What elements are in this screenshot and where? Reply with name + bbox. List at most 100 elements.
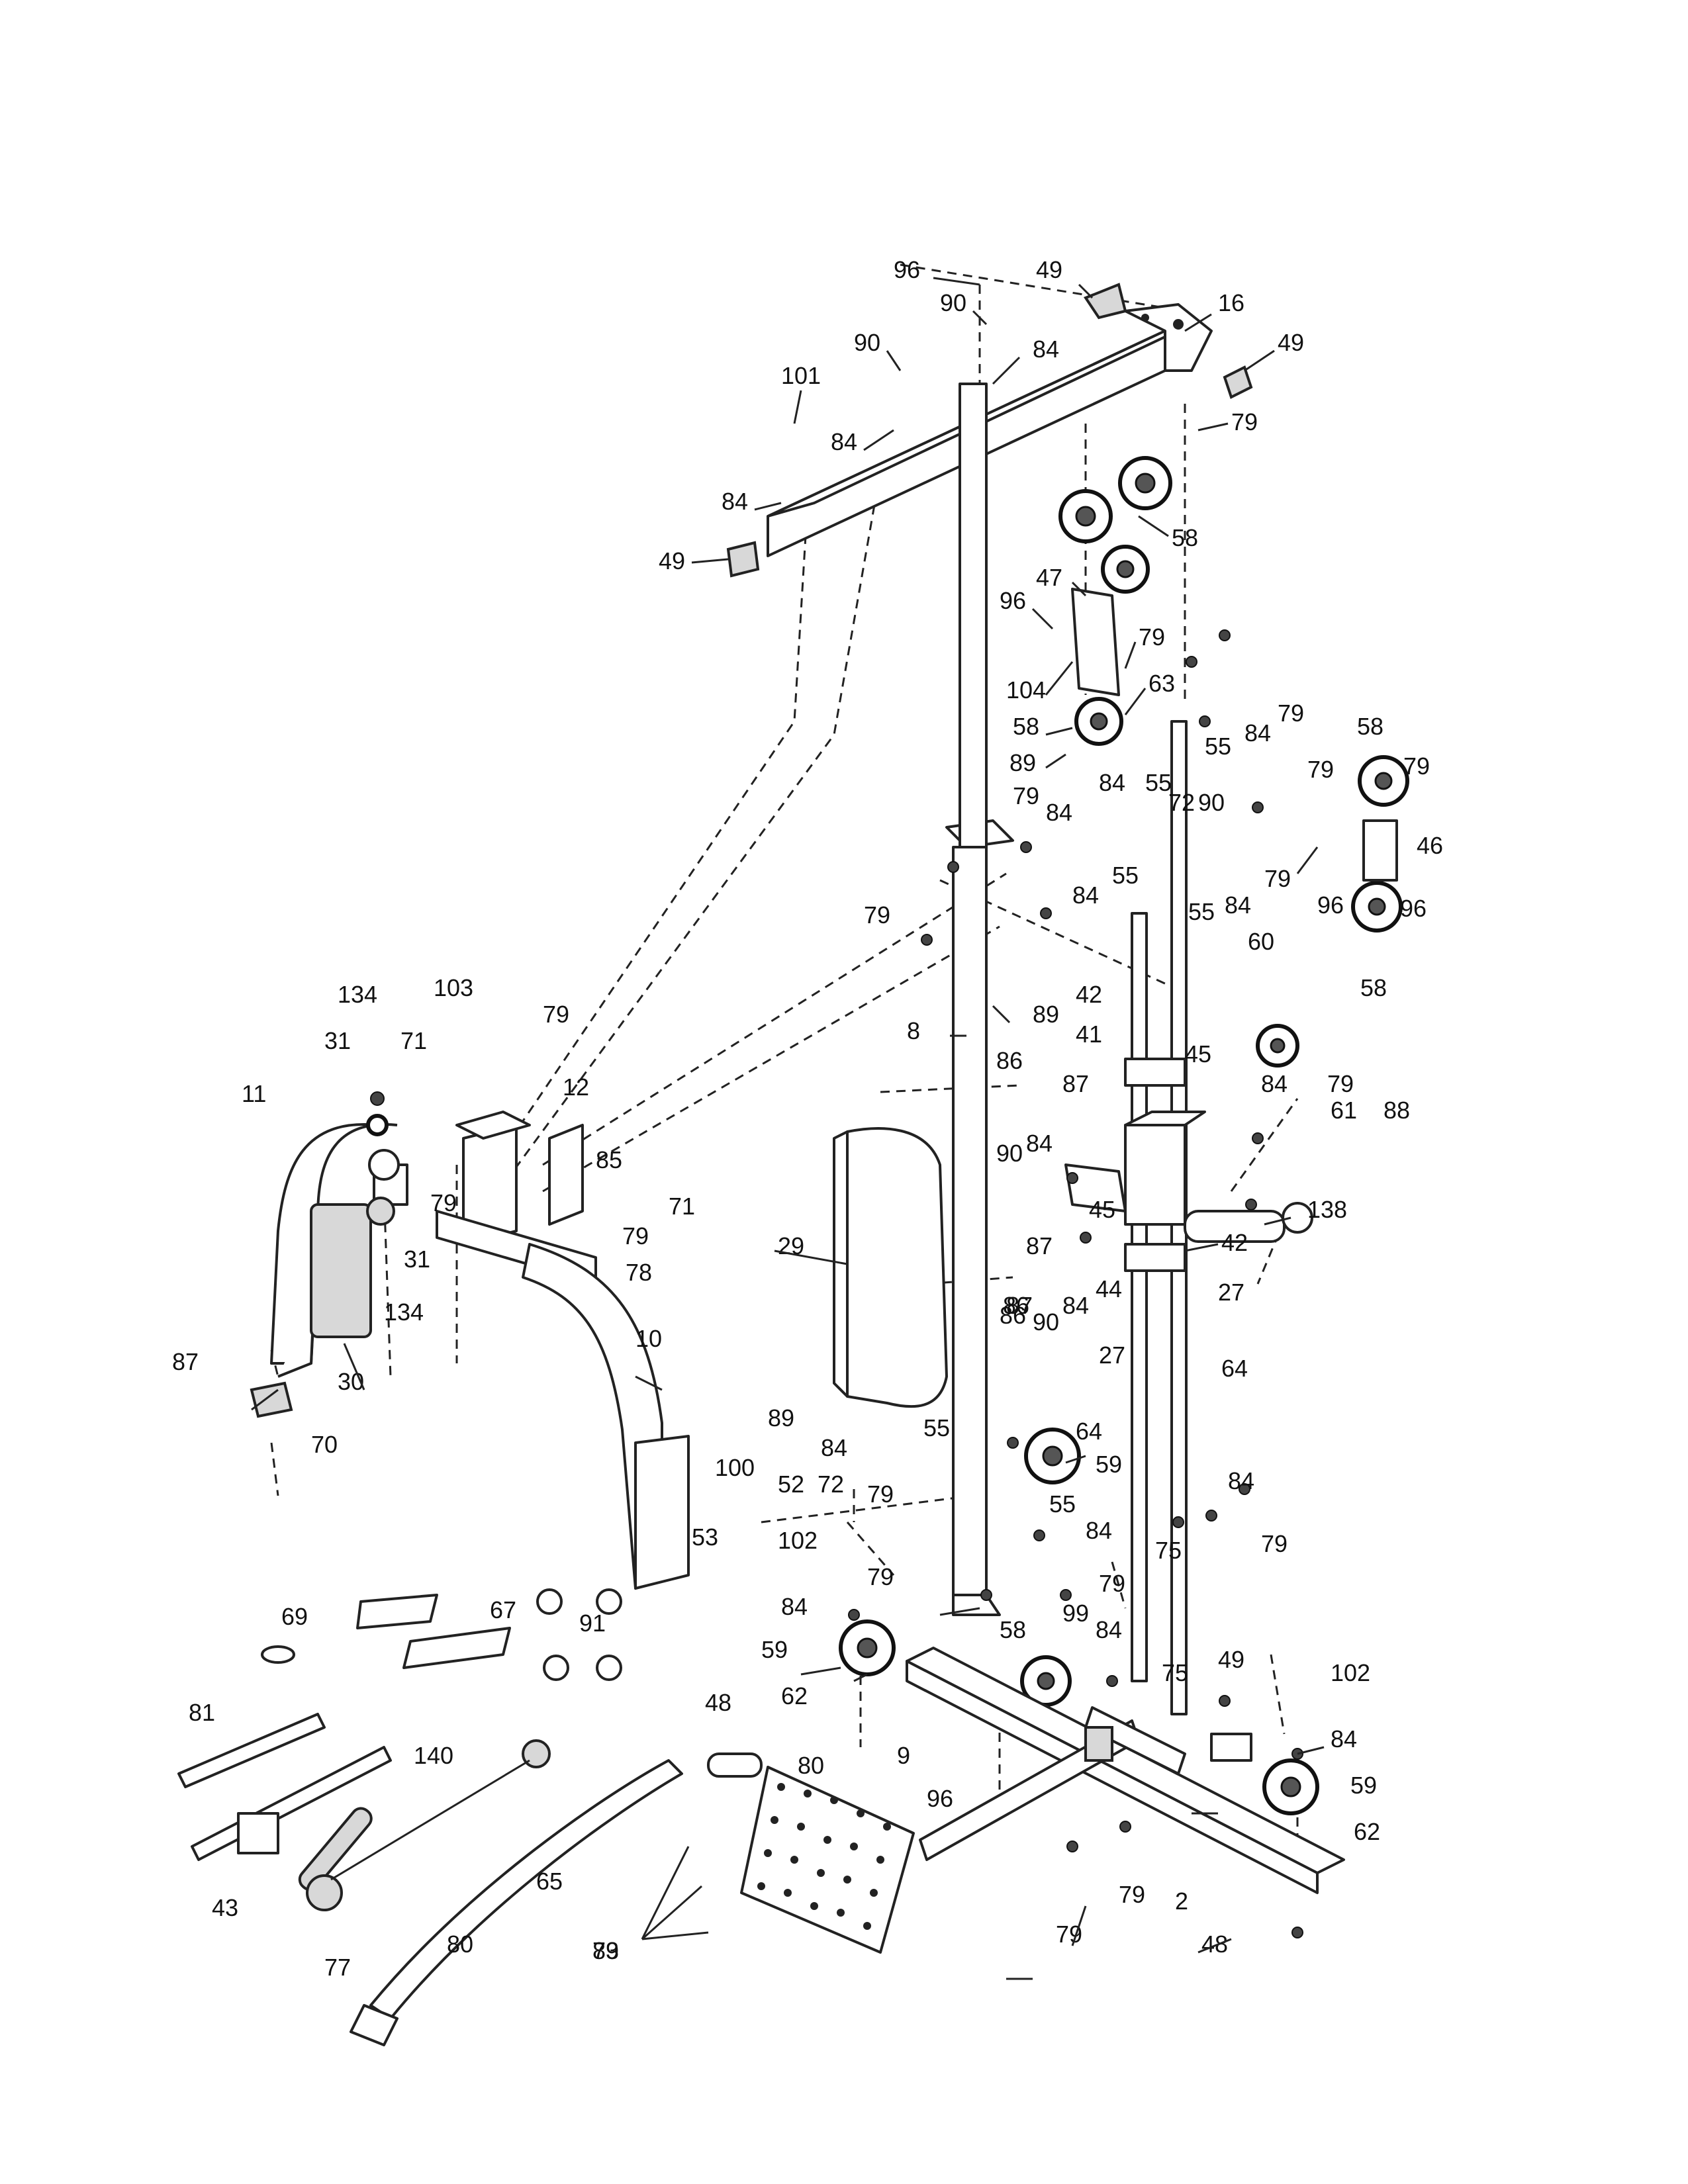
- pulley-brackets: [1071, 588, 1398, 882]
- callout: 65: [536, 1868, 563, 1895]
- callout: 12: [563, 1073, 589, 1101]
- callout: 84: [722, 488, 748, 515]
- callout: 79: [1099, 1570, 1125, 1597]
- callout: 79: [1307, 756, 1334, 783]
- callout: 11: [242, 1080, 266, 1107]
- callout: 64: [1221, 1355, 1248, 1382]
- callout: 42: [1221, 1229, 1248, 1256]
- callout: 103: [434, 974, 473, 1001]
- callout: 55: [1049, 1490, 1076, 1518]
- callout: 96: [927, 1785, 953, 1812]
- callout: 79: [1403, 752, 1430, 780]
- callout: 84: [1026, 1130, 1053, 1157]
- callout: 89: [768, 1404, 794, 1432]
- callout: 2: [1175, 1888, 1188, 1915]
- callout: 79: [1264, 865, 1291, 892]
- callout: 134: [338, 981, 377, 1008]
- callout: 96: [1400, 895, 1427, 922]
- callout: 72: [1168, 789, 1195, 816]
- callout: 45: [1089, 1196, 1115, 1223]
- callout: 55: [1112, 862, 1139, 889]
- callout: 79: [1056, 1921, 1082, 1948]
- callout: 100: [715, 1454, 755, 1481]
- callout: 90: [1198, 789, 1225, 816]
- callout: 101: [781, 362, 821, 389]
- callout: 84: [1046, 799, 1072, 826]
- callout: 90: [996, 1140, 1023, 1167]
- callout: 86: [1003, 1292, 1029, 1319]
- leader-lines: [251, 277, 1325, 1980]
- callout: 43: [212, 1894, 238, 1921]
- callout: 134: [384, 1298, 424, 1326]
- callout: 102: [1331, 1659, 1370, 1686]
- callout: 55: [1188, 898, 1215, 925]
- callout: 86: [1000, 1302, 1026, 1329]
- callout: 49: [1036, 256, 1062, 283]
- callout: 96: [894, 256, 920, 283]
- callout: 31: [324, 1027, 351, 1054]
- callout: 64: [1076, 1418, 1102, 1445]
- callout: 87: [172, 1348, 199, 1375]
- callout: 47: [1036, 564, 1062, 591]
- callout: 84: [1033, 336, 1059, 363]
- weight-carriage: [1064, 1058, 1313, 1272]
- callout: 71: [669, 1193, 695, 1220]
- callout: 89: [1009, 749, 1036, 776]
- accessories: [177, 1588, 763, 2046]
- callout: 79: [1013, 782, 1039, 809]
- callout: 79: [1119, 1881, 1145, 1908]
- callout: 84: [781, 1593, 808, 1620]
- callout: 31: [404, 1246, 430, 1273]
- callout: 58: [1360, 974, 1387, 1001]
- callout: 10: [635, 1325, 662, 1352]
- callout: 79: [622, 1222, 649, 1250]
- callout: 96: [1000, 587, 1026, 614]
- callout: 42: [1076, 981, 1102, 1008]
- callout: 87: [1062, 1070, 1089, 1097]
- callout: 87: [1026, 1232, 1053, 1259]
- callout: 79: [1327, 1070, 1354, 1097]
- callout: 79: [1278, 700, 1304, 727]
- callout: 99: [1062, 1600, 1089, 1627]
- callout: 90: [1033, 1308, 1059, 1336]
- callout: 59: [1350, 1772, 1377, 1799]
- callout: 41: [1076, 1021, 1102, 1048]
- callout: 58: [1000, 1616, 1026, 1643]
- callout: 48: [705, 1689, 731, 1716]
- callout: 62: [1354, 1818, 1380, 1845]
- base-frame: [906, 1647, 1345, 1894]
- callout: 79: [1231, 408, 1258, 435]
- callout: 58: [1172, 524, 1198, 551]
- callout: 27: [1218, 1279, 1244, 1306]
- callout: 72: [818, 1471, 844, 1498]
- callout: 79: [592, 1937, 619, 1964]
- callout: 49: [1278, 329, 1304, 356]
- callout: 87: [1006, 1292, 1033, 1319]
- callout: 77: [324, 1954, 351, 1981]
- callout: 49: [1218, 1646, 1244, 1673]
- callout: 79: [864, 901, 890, 929]
- callout: 85: [596, 1146, 622, 1173]
- callout: 84: [1331, 1725, 1357, 1752]
- callout: 16: [1218, 289, 1244, 316]
- callout: 84: [1261, 1070, 1288, 1097]
- callout: 75: [1155, 1537, 1182, 1564]
- foot-plate: [740, 1766, 915, 1954]
- callout: 84: [1225, 891, 1251, 919]
- callout: 138: [1307, 1196, 1347, 1223]
- callout: 80: [447, 1931, 473, 1958]
- callout: 84: [1096, 1616, 1122, 1643]
- callout: 8: [907, 1017, 920, 1044]
- callout: 84: [1072, 882, 1099, 909]
- main-upright: [945, 383, 1014, 1616]
- pulleys: [839, 456, 1409, 1815]
- callout: 89: [1033, 1001, 1059, 1028]
- callout: 46: [1417, 832, 1443, 859]
- callout: 71: [400, 1027, 427, 1054]
- callout: 84: [821, 1434, 847, 1461]
- callout: 83: [592, 1937, 619, 1964]
- callout: 78: [626, 1259, 652, 1286]
- callout: 59: [1096, 1451, 1122, 1478]
- callout: 84: [1228, 1467, 1254, 1494]
